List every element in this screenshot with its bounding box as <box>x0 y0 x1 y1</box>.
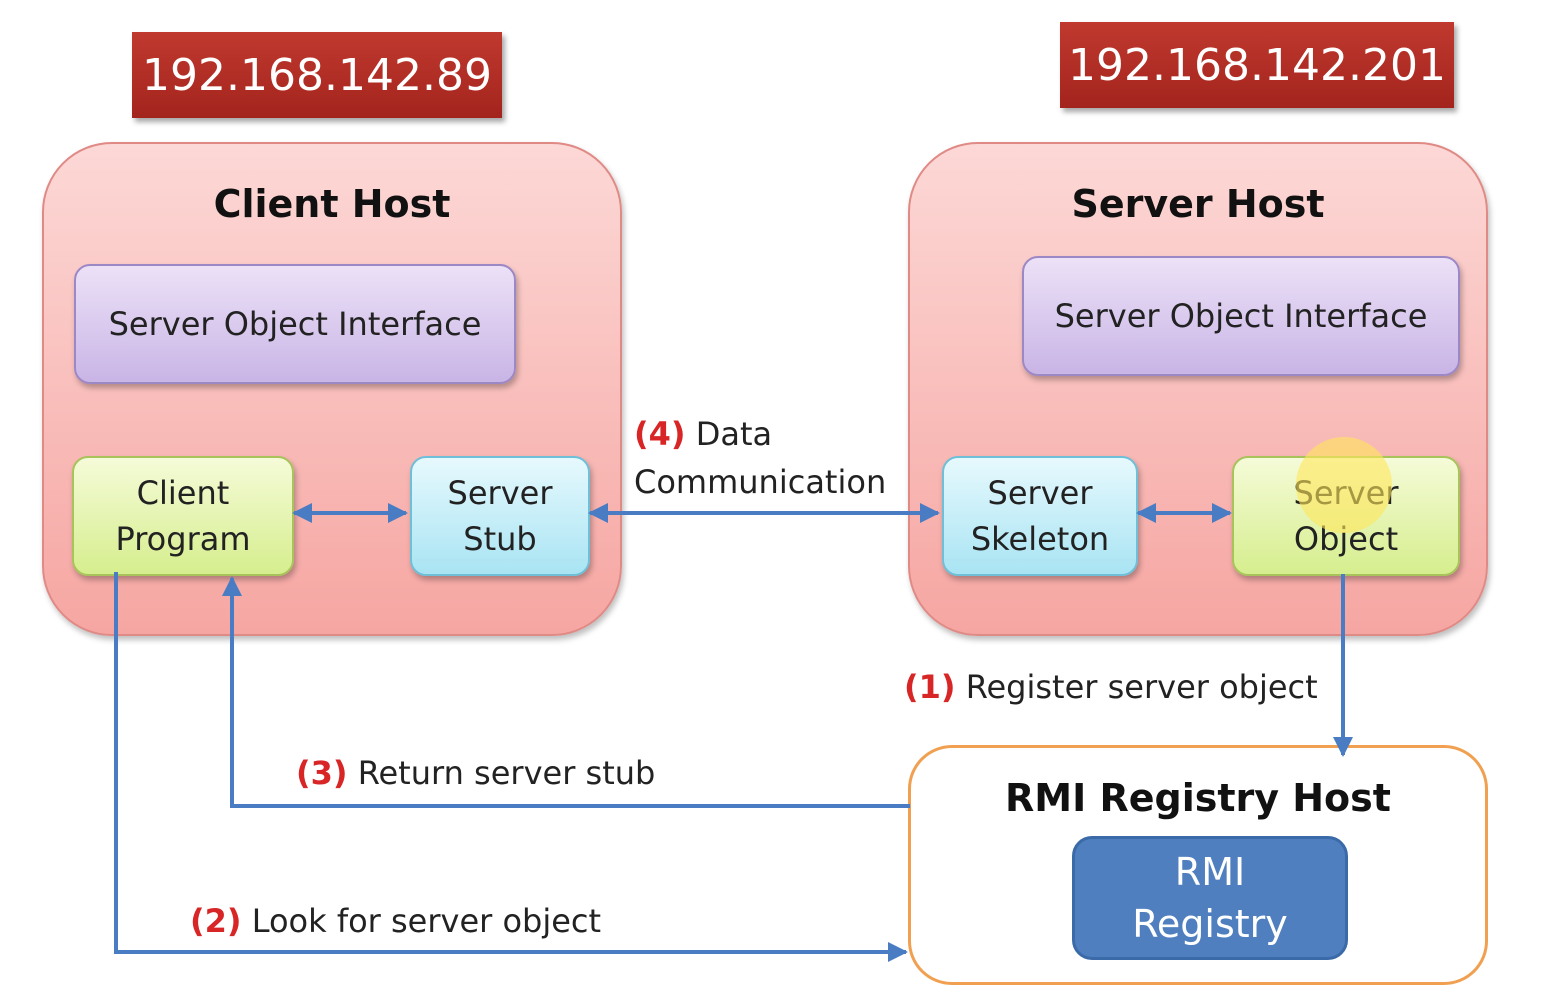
server-server-object-interface: Server Object Interface <box>1022 256 1460 376</box>
server-ip-text: 192.168.142.201 <box>1068 39 1446 91</box>
client-ip-label: 192.168.142.89 <box>132 32 502 118</box>
server-stub-label: Server Stub <box>447 474 553 558</box>
server-interface-label: Server Object Interface <box>1054 297 1428 335</box>
rmi-registry-box: RMI Registry <box>1072 836 1348 960</box>
return-stub-arrow <box>222 576 910 808</box>
step-3-number: (3) <box>296 754 348 792</box>
server-skeleton-label: Server Skeleton <box>970 474 1110 558</box>
client-interface-label: Server Object Interface <box>108 305 482 343</box>
step-1-label: (1) Register server object <box>904 668 1318 706</box>
server-host-title: Server Host <box>1071 182 1325 226</box>
cursor-highlight <box>1296 437 1392 533</box>
step-4-text-line2: Communication <box>634 463 887 501</box>
server-ip-label: 192.168.142.201 <box>1060 22 1454 108</box>
step-4-label: (4) Data Communication <box>634 410 886 506</box>
lookup-arrow <box>114 572 908 962</box>
client-program-box: Client Program <box>72 456 294 576</box>
rmi-registry-host-title: RMI Registry Host <box>1005 776 1391 820</box>
step-2-label: (2) Look for server object <box>190 902 601 940</box>
client-host-title: Client Host <box>213 182 451 226</box>
step-3-label: (3) Return server stub <box>296 754 655 792</box>
step-1-text: Register server object <box>965 668 1318 706</box>
client-server-object-interface: Server Object Interface <box>74 264 516 384</box>
step-4-text-line1: Data <box>695 415 773 453</box>
client-program-label: Client Program <box>115 474 251 558</box>
server-stub-box: Server Stub <box>410 456 590 576</box>
rmi-registry-label: RMI Registry <box>1132 850 1288 946</box>
client-ip-text: 192.168.142.89 <box>142 49 492 101</box>
step-2-number: (2) <box>190 902 242 940</box>
step-3-text: Return server stub <box>357 754 656 792</box>
server-skeleton-box: Server Skeleton <box>942 456 1138 576</box>
step-1-number: (1) <box>904 668 956 706</box>
step-2-text: Look for server object <box>251 902 602 940</box>
step-4-number: (4) <box>634 415 686 453</box>
